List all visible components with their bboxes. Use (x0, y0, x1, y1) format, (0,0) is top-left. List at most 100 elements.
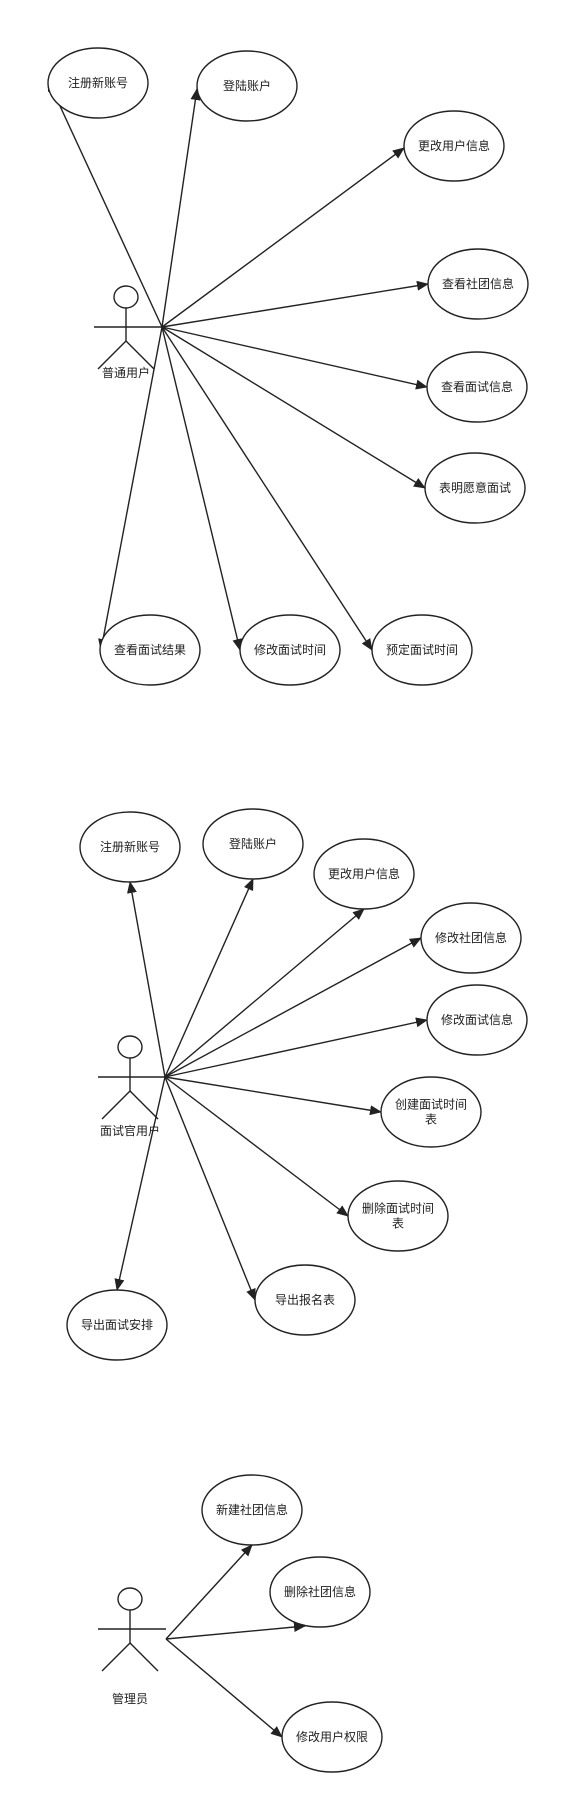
use-case-ellipse (347, 1180, 449, 1252)
use-case-ellipse (313, 838, 415, 910)
use-case-label: 新建社团信息 (216, 1502, 288, 1517)
actor-head (117, 1587, 143, 1611)
association-arrow (164, 1076, 256, 1301)
actor-limb (129, 1090, 159, 1120)
association-arrow (161, 326, 428, 390)
use-case: 更改用户信息 (313, 838, 415, 910)
use-case-label: 导出面试安排 (81, 1317, 153, 1332)
association-arrow (165, 1638, 283, 1738)
association-arrow (98, 326, 163, 651)
use-case-ellipse (403, 110, 505, 182)
association-arrow (165, 1622, 306, 1640)
use-case-label: 修改面试时间 (254, 642, 326, 657)
association-arrow (161, 147, 405, 328)
association-arrow (161, 326, 426, 489)
use-case-ellipse (202, 808, 304, 880)
use-case: 查看面试结果 (99, 614, 201, 686)
association-arrow (161, 326, 243, 651)
use-case: 修改面试时间 (239, 614, 341, 686)
use-case-label: 修改用户权限 (296, 1729, 368, 1744)
actor-label: 管理员 (112, 1691, 148, 1706)
association-arrow (114, 1076, 166, 1291)
use-case: 查看社团信息 (427, 248, 529, 320)
actor: 面试官用户 (98, 1035, 166, 1138)
actor: 管理员 (98, 1587, 166, 1706)
use-case: 更改用户信息 (403, 110, 505, 182)
use-case-ellipse (99, 614, 201, 686)
use-case-label: 修改面试信息 (441, 1012, 513, 1027)
use-case-label: 注册新账号 (100, 839, 160, 854)
use-case-ellipse (420, 902, 522, 974)
use-case: 注册新账号 (79, 811, 181, 883)
association-arrow (164, 1076, 349, 1217)
use-case: 预定面试时间 (371, 614, 473, 686)
use-case: 修改用户权限 (281, 1701, 383, 1773)
use-case-ellipse (424, 452, 526, 524)
use-case-ellipse (66, 1289, 168, 1361)
actor-limb (125, 340, 155, 370)
association-arrow (164, 908, 365, 1078)
association-arrow (127, 881, 166, 1078)
use-case-ellipse (201, 1474, 303, 1546)
use-case-label: 登陆账户 (229, 836, 277, 851)
use-case-ellipse (269, 1556, 371, 1628)
use-case: 导出面试安排 (66, 1289, 168, 1361)
association-arrow (47, 79, 163, 328)
use-case-ellipse (79, 811, 181, 883)
actor-head (117, 1035, 143, 1059)
use-case-label: 注册新账号 (68, 75, 128, 90)
actor-limb (129, 1642, 159, 1672)
use-case-label: 修改社团信息 (435, 930, 507, 945)
use-case: 删除社团信息 (269, 1556, 371, 1628)
use-case-ellipse (371, 614, 473, 686)
use-case-ellipse (239, 614, 341, 686)
use-case: 登陆账户 (196, 50, 298, 122)
actor-limb (101, 1090, 131, 1120)
use-case-label: 查看面试结果 (114, 642, 186, 657)
use-case: 导出报名表 (254, 1264, 356, 1336)
use-case-ellipse (254, 1264, 356, 1336)
actor-head (113, 285, 139, 309)
use-case-ellipse (380, 1076, 482, 1148)
use-case: 表明愿意面试 (424, 452, 526, 524)
use-case-ellipse (47, 47, 149, 119)
actor-label: 面试官用户 (100, 1123, 160, 1138)
use-case: 查看面试信息 (426, 351, 528, 423)
use-case: 创建面试时间表 (380, 1076, 482, 1148)
use-case-label: 删除社团信息 (284, 1584, 356, 1599)
use-case-label: 查看社团信息 (442, 276, 514, 291)
use-case-label: 删除面试时间表 (362, 1201, 434, 1231)
use-case-ellipse (281, 1701, 383, 1773)
association-arrow (165, 1544, 253, 1640)
use-case-label: 预定面试时间 (386, 642, 458, 657)
use-case-label: 更改用户信息 (418, 138, 490, 153)
use-case: 删除面试时间表 (347, 1180, 449, 1252)
association-arrow (161, 88, 201, 328)
use-case-label: 更改用户信息 (328, 866, 400, 881)
association-arrow (164, 878, 254, 1078)
association-arrow (161, 280, 429, 328)
actor-limb (97, 340, 127, 370)
use-case: 注册新账号 (47, 47, 149, 119)
association-arrow (164, 1076, 382, 1116)
use-case-label: 创建面试时间表 (395, 1097, 467, 1127)
use-case: 新建社团信息 (201, 1474, 303, 1546)
actor-limb (101, 1642, 131, 1672)
use-case-label: 登陆账户 (223, 78, 271, 93)
use-case: 修改面试信息 (426, 984, 528, 1056)
use-case: 修改社团信息 (420, 902, 522, 974)
use-case-label: 查看面试信息 (441, 379, 513, 394)
actor: 普通用户 (94, 285, 162, 380)
use-case-ellipse (426, 351, 528, 423)
use-case-ellipse (427, 248, 529, 320)
actor-label: 普通用户 (102, 365, 150, 380)
use-case-ellipse (196, 50, 298, 122)
use-case: 登陆账户 (202, 808, 304, 880)
association-arrow (161, 326, 373, 651)
use-case-label: 表明愿意面试 (439, 480, 511, 495)
use-case-label: 导出报名表 (275, 1292, 335, 1307)
association-arrow (164, 937, 422, 1078)
association-arrow (164, 1017, 428, 1078)
use-case-ellipse (426, 984, 528, 1056)
